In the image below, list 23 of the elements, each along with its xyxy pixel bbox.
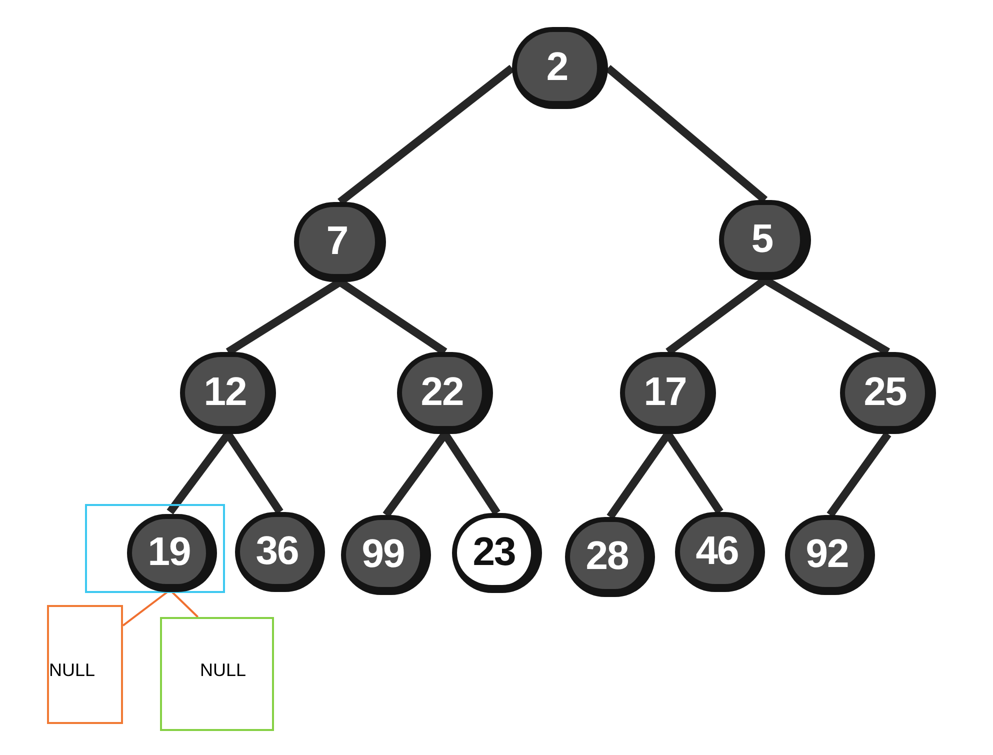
- tree-node: 99: [341, 515, 431, 595]
- edge-line: [826, 432, 892, 518]
- highlight-box: [85, 504, 225, 593]
- tree-node: 7: [294, 202, 386, 282]
- tree-node: 25: [840, 352, 936, 434]
- tree-node: 2: [512, 27, 608, 109]
- tree-node: 46: [675, 512, 765, 592]
- tree-node: 17: [620, 352, 716, 434]
- null-label: NULL: [49, 660, 96, 678]
- edge-line: [224, 432, 284, 514]
- null-box: [47, 605, 123, 724]
- tree-node: 23: [452, 513, 542, 593]
- tree-node: 5: [719, 200, 811, 280]
- tree-node: 12: [180, 352, 276, 434]
- tree-node: 22: [397, 352, 493, 434]
- tree-node: 28: [565, 517, 655, 597]
- null-box: [160, 617, 274, 731]
- null-label: NULL: [200, 661, 246, 679]
- edge-line: [664, 432, 724, 514]
- tree-node: 92: [785, 515, 875, 595]
- tree-node: 19: [127, 514, 217, 592]
- tree-node: 36: [235, 512, 325, 592]
- edge-line: [442, 432, 500, 516]
